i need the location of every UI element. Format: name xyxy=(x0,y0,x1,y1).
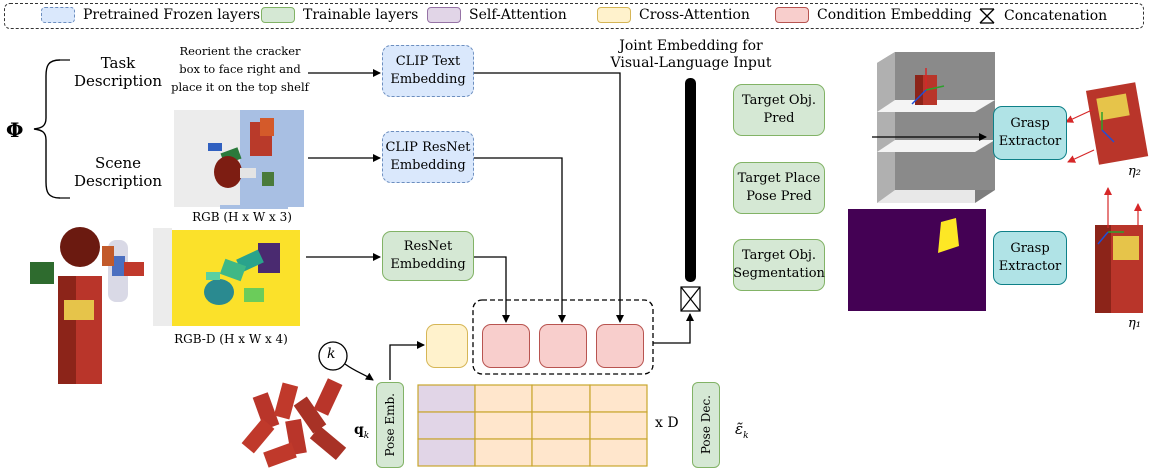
grasp-box-bottom xyxy=(1095,187,1143,313)
legend-item-concatenation: Concatenation xyxy=(978,7,1107,25)
legend-label: Concatenation xyxy=(1004,8,1108,24)
times-d-label: x D xyxy=(655,415,679,431)
condition-embedding-2 xyxy=(539,324,587,368)
grasp-box-top xyxy=(1065,82,1149,165)
epsilon-symbol: ε̃ xyxy=(735,420,744,438)
k-label: k xyxy=(327,346,336,362)
concat-symbol xyxy=(680,286,701,312)
rgbd-image xyxy=(153,228,300,326)
pose-decoder-block: Pose Dec. xyxy=(692,382,720,468)
arrow-k-to-pose-emb xyxy=(344,363,374,381)
legend-item-trainable: Trainable layers xyxy=(261,7,418,23)
transformer-grid xyxy=(417,384,648,467)
epsilon-subscript: k xyxy=(743,431,749,441)
rgbd-caption: RGB-D (H x W x 4) xyxy=(174,332,288,346)
legend-item-self-attention: Self-Attention xyxy=(427,7,567,23)
legend-swatch-trainable xyxy=(261,7,295,23)
resnet-embedding: ResNet Embedding xyxy=(382,231,474,281)
legend-label: Cross-Attention xyxy=(639,7,750,23)
cross-attention-block xyxy=(426,324,468,368)
arrow-pose-emb-to-cross xyxy=(389,341,425,380)
q-k-label: qk xyxy=(354,422,369,442)
task-description-label: Task Description xyxy=(73,54,163,90)
arrow-clip-text-to-cond3 xyxy=(474,72,624,323)
clip-resnet-embedding: CLIP ResNet Embedding xyxy=(382,131,474,183)
rgb-image xyxy=(174,110,304,209)
legend-label: Pretrained Frozen layers xyxy=(83,7,261,23)
legend-swatch-frozen xyxy=(41,7,75,23)
legend-label: Self-Attention xyxy=(469,7,567,23)
legend-swatch-condition xyxy=(775,7,809,23)
instruction-text: Reorient the cracker box to face right a… xyxy=(171,44,309,94)
q-symbol: q xyxy=(354,422,364,438)
pose-embedding-block: Pose Emb. xyxy=(376,382,404,468)
scattered-boxes xyxy=(241,378,347,468)
grasp-extractor-top: Grasp Extractor xyxy=(993,106,1067,160)
joint-embedding-bar xyxy=(685,78,696,282)
epsilon-k-label: ε̃k xyxy=(735,420,749,442)
arrow-conditions-to-concat xyxy=(653,313,694,344)
condition-embedding-3 xyxy=(596,324,644,368)
legend-item-frozen: Pretrained Frozen layers xyxy=(41,7,260,23)
legend-label: Condition Embedding xyxy=(817,7,972,23)
scene-description-label: Scene Description xyxy=(73,154,163,190)
condition-group xyxy=(472,299,654,375)
legend-item-cross-attention: Cross-Attention xyxy=(597,7,750,23)
arrow-resnet-to-cond1 xyxy=(474,256,510,323)
arrow-clip-resnet-to-cond2 xyxy=(474,157,566,323)
condition-embedding-1 xyxy=(482,324,530,368)
head-target-place-pose-pred: Target Place Pose Pred xyxy=(733,162,825,214)
legend-swatch-self-attention xyxy=(427,7,461,23)
segmentation-mask xyxy=(848,209,986,311)
head-target-obj-segmentation: Target Obj. Segmentation xyxy=(733,239,825,291)
shelf-render xyxy=(877,52,995,203)
legend: Pretrained Frozen layers Trainable layer… xyxy=(4,3,1144,29)
clip-text-embedding: CLIP Text Embedding xyxy=(382,45,474,97)
scene-objects xyxy=(30,227,144,384)
pose-emb-label: Pose Emb. xyxy=(382,393,397,457)
phi-symbol: Φ xyxy=(6,118,24,142)
legend-label: Trainable layers xyxy=(303,7,419,23)
legend-item-condition: Condition Embedding xyxy=(775,7,972,23)
pose-dec-label: Pose Dec. xyxy=(698,395,713,455)
eta-1-label: η₁ xyxy=(1128,316,1141,331)
grasp-extractor-bottom: Grasp Extractor xyxy=(993,231,1067,285)
phi-brace xyxy=(33,59,61,199)
eta-2-label: η₂ xyxy=(1128,164,1141,179)
k-circle xyxy=(318,341,348,371)
concatenation-icon xyxy=(979,8,995,24)
head-target-obj-pred: Target Obj. Pred xyxy=(733,84,825,136)
joint-embedding-title: Joint Embedding for Visual-Language Inpu… xyxy=(610,38,772,71)
q-subscript: k xyxy=(363,430,370,441)
rgb-caption: RGB (H x W x 3) xyxy=(192,210,292,224)
legend-swatch-cross-attention xyxy=(597,7,631,23)
